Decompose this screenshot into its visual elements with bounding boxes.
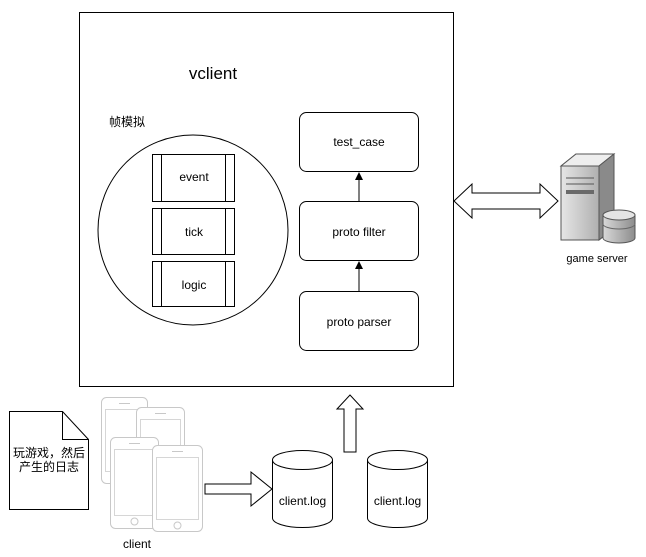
process-box-event: event	[152, 154, 235, 202]
phone-icon-front-left	[110, 437, 159, 529]
test-case-box: test_case	[299, 112, 419, 172]
process-label-tick: tick	[185, 225, 204, 239]
process-box-tick: tick	[152, 208, 235, 255]
double-arrow-server	[453, 182, 559, 220]
proto-filter-box: proto filter	[299, 201, 419, 261]
proto-parser-box: proto parser	[299, 291, 419, 351]
note-line-2: 产生的日志	[19, 459, 79, 474]
proto-filter-label: proto filter	[332, 225, 385, 239]
up-arrow-logs-to-vclient	[335, 394, 365, 453]
test-case-label: test_case	[333, 135, 385, 149]
note-line-1: 玩游戏，然后	[13, 445, 85, 460]
vclient-title: vclient	[189, 64, 237, 83]
process-box-logic: logic	[152, 261, 235, 307]
process-label-event: event	[179, 170, 209, 184]
phone-icon-front-right	[152, 445, 203, 532]
log-label-2: client.log	[374, 494, 421, 508]
process-label-logic: logic	[182, 278, 207, 292]
log-cylinder-1: client.log	[272, 450, 333, 528]
arrow-client-to-log	[204, 470, 273, 508]
note-document: 玩游戏，然后 产生的日志	[9, 411, 89, 510]
game-server-label: game server	[566, 253, 627, 265]
proto-parser-label: proto parser	[327, 315, 392, 329]
log-cylinder-2: client.log	[367, 450, 428, 528]
database-icon	[602, 209, 636, 244]
client-label: client	[123, 537, 152, 551]
frame-sim-label: 帧模拟	[109, 115, 145, 129]
log-label-1: client.log	[279, 494, 326, 508]
